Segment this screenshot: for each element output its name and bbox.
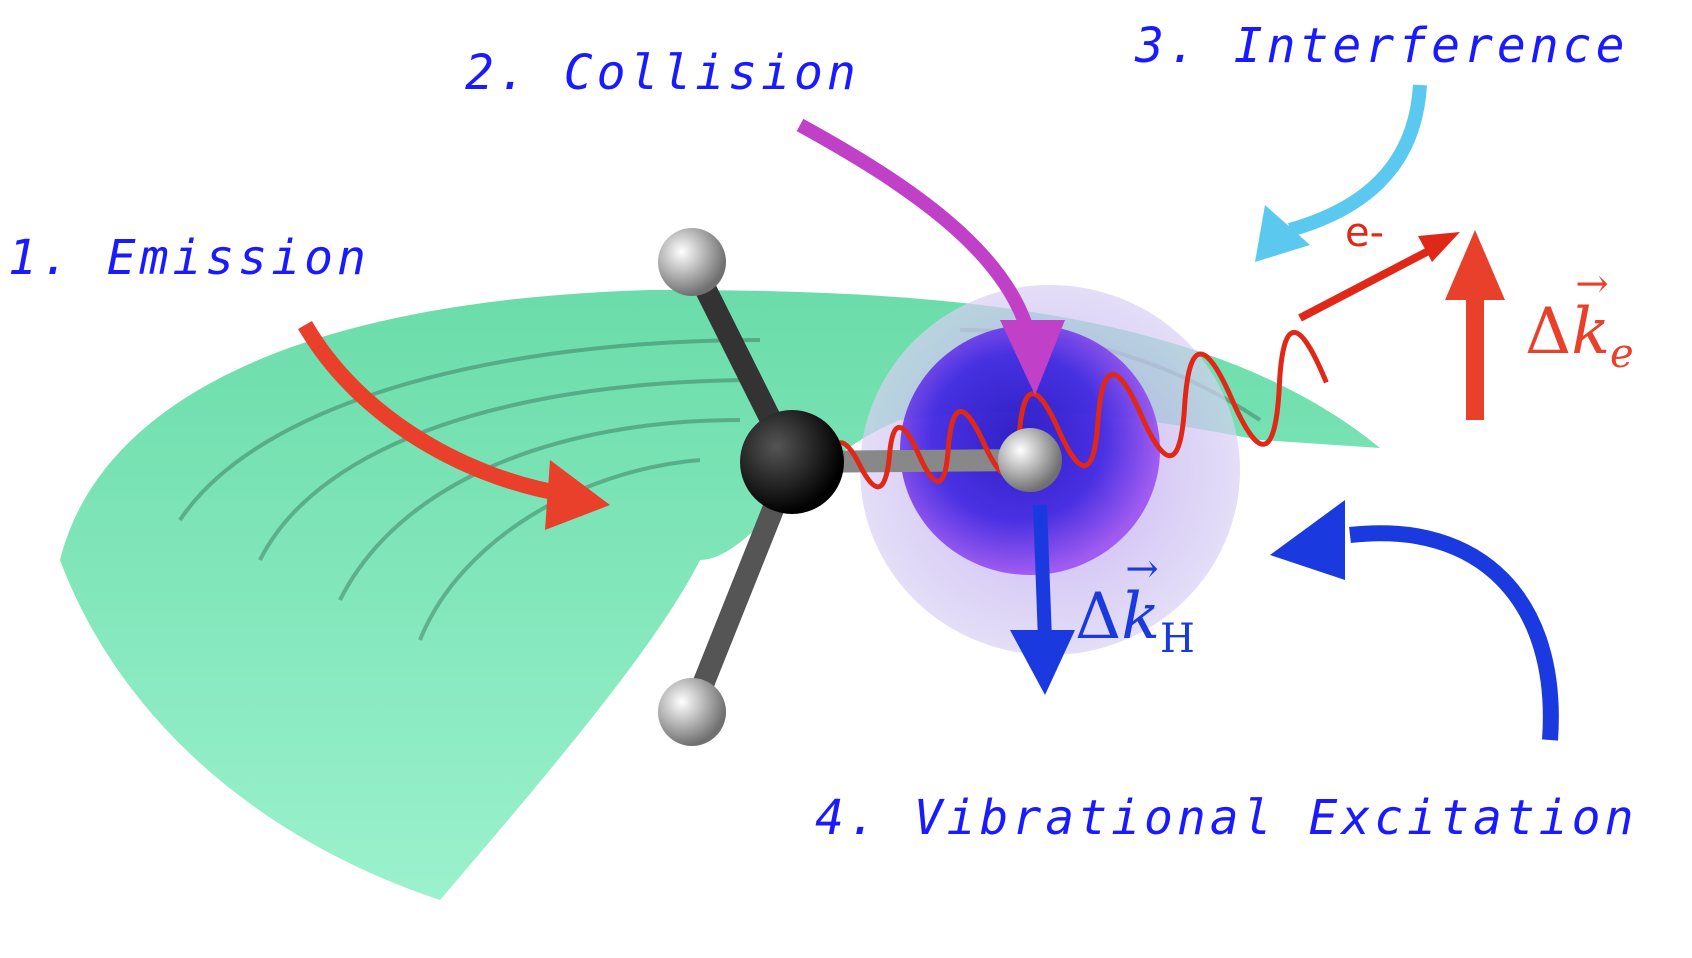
carbon-atom: [740, 410, 844, 514]
vibrational-arrow: [1270, 500, 1559, 741]
label-delta-kh: ΔkH: [1075, 546, 1195, 662]
delta-symbol: Δ: [1075, 580, 1122, 654]
delta-symbol: Δ: [1525, 295, 1572, 369]
electron-wave: [827, 330, 1329, 490]
hydrogen-atom-top: [658, 228, 726, 296]
label-interference: 3. Interference: [1135, 18, 1629, 74]
interference-arrow: [1255, 84, 1427, 262]
k-vector: k: [1121, 546, 1160, 654]
label-emission: 1. Emission: [8, 230, 370, 286]
subscript-e: e: [1610, 330, 1634, 377]
electron-arrowhead: [1418, 232, 1460, 262]
delta-kh-arrow: [1010, 504, 1075, 695]
collision-arrow: [796, 118, 1065, 395]
delta-ke-arrow: [1445, 230, 1505, 420]
hydrogen-atom-bottom: [658, 678, 726, 746]
label-delta-ke: Δke: [1525, 261, 1634, 377]
k-vector: k: [1571, 261, 1610, 369]
label-collision: 2. Collision: [465, 45, 860, 101]
hydrogen-atom-right: [998, 428, 1062, 492]
subscript-h: H: [1160, 615, 1195, 662]
label-electron: e-: [1345, 210, 1385, 256]
electron-arrow: [1298, 241, 1442, 322]
molecule-atoms: [658, 228, 1062, 746]
label-vibrational-excitation: 4. Vibrational Excitation: [815, 790, 1638, 846]
emission-arrow: [298, 320, 610, 530]
